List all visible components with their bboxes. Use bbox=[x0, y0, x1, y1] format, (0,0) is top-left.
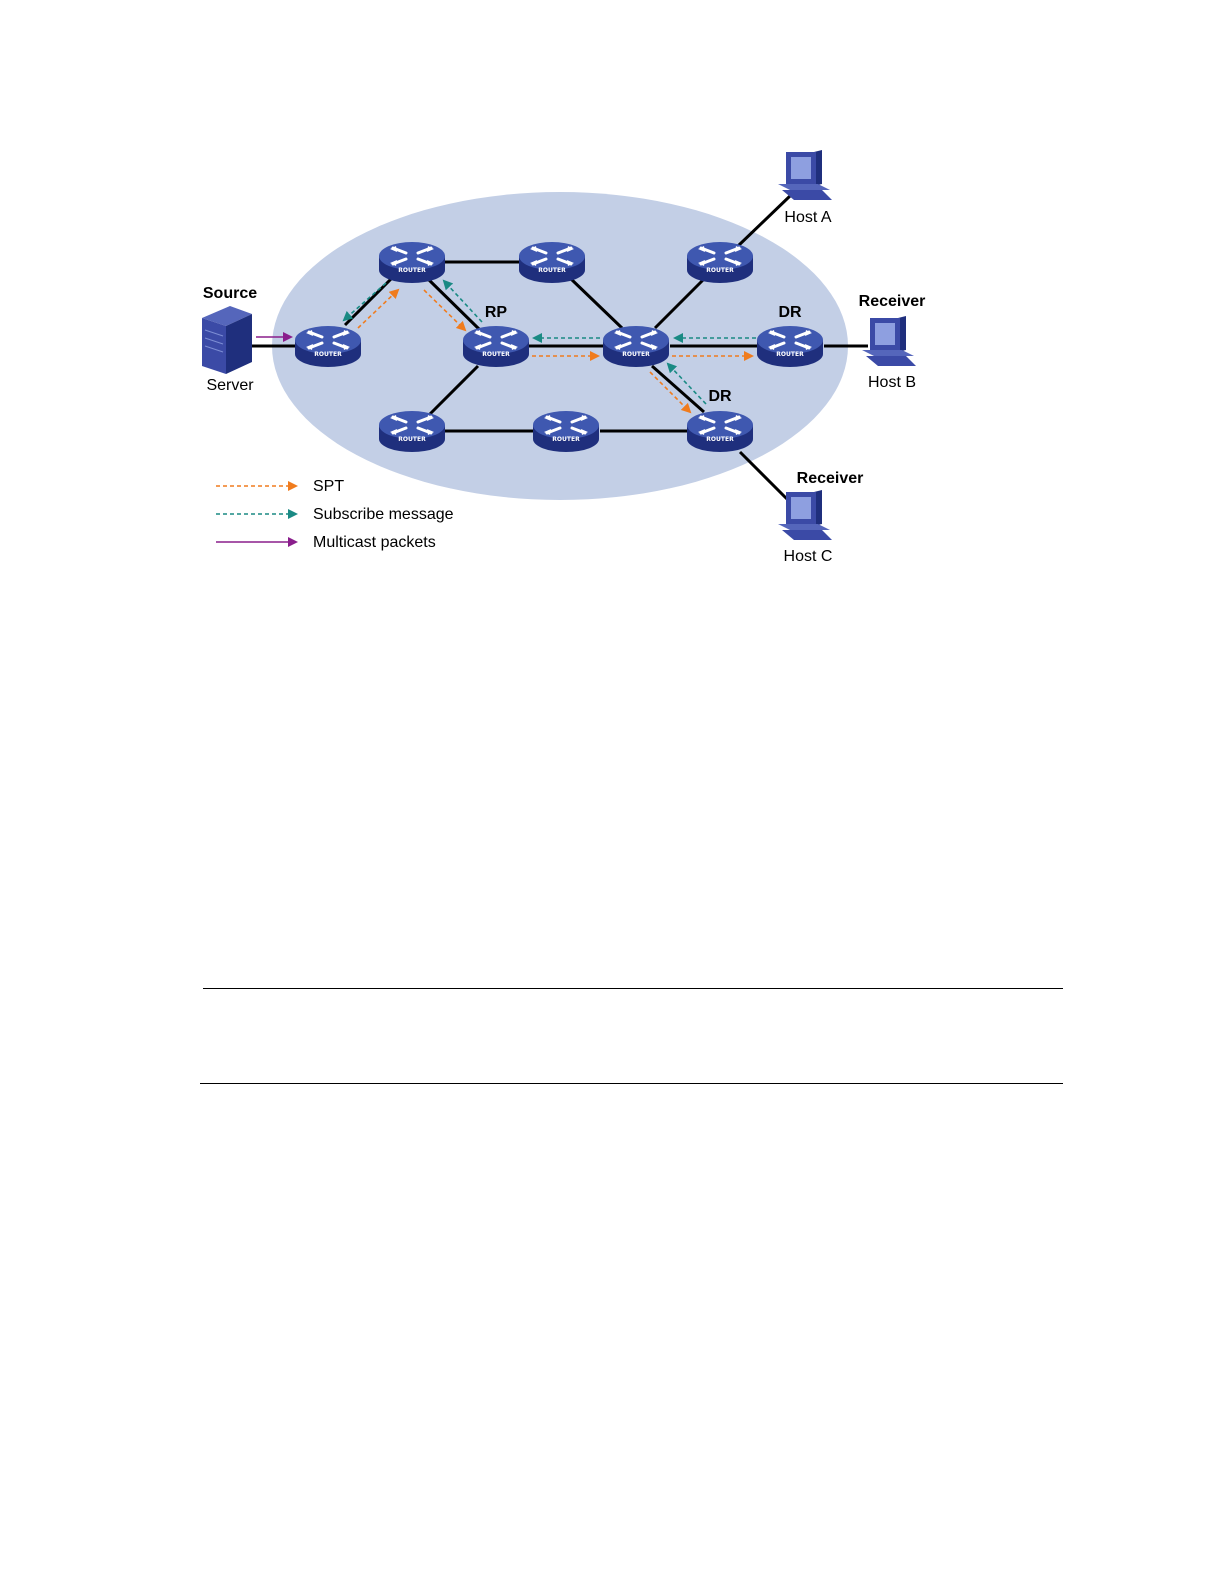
router-icon bbox=[533, 411, 599, 452]
router-icon bbox=[295, 326, 361, 367]
multicast-network-diagram: ROUTER bbox=[0, 0, 1224, 600]
host-c-computer-icon bbox=[778, 490, 832, 540]
legend-subscribe-label: Subscribe message bbox=[313, 506, 454, 523]
legend: SPT Subscribe message Multicast packets bbox=[216, 478, 454, 551]
host-a-computer-icon bbox=[778, 150, 832, 200]
receiver-label-host-b: Receiver bbox=[859, 293, 926, 310]
server-icon bbox=[202, 306, 252, 374]
rp-router-icon bbox=[463, 326, 529, 367]
dr-router-icon bbox=[687, 411, 753, 452]
host-b-label: Host B bbox=[868, 374, 916, 391]
router-icon bbox=[603, 326, 669, 367]
router-icon bbox=[519, 242, 585, 283]
source-label: Source bbox=[203, 285, 257, 302]
dr-label-host-b: DR bbox=[778, 304, 802, 321]
host-b-computer-icon bbox=[862, 316, 916, 366]
router-icon bbox=[687, 242, 753, 283]
horizontal-rule bbox=[200, 1083, 1063, 1084]
legend-multicast-label: Multicast packets bbox=[313, 534, 436, 551]
horizontal-rule bbox=[203, 988, 1063, 989]
link-dr-c-hostc bbox=[740, 452, 792, 504]
dr-label-host-c: DR bbox=[708, 388, 732, 405]
host-c-label: Host C bbox=[784, 548, 833, 565]
dr-router-icon bbox=[757, 326, 823, 367]
receiver-label-host-c: Receiver bbox=[797, 470, 864, 487]
router-icon bbox=[379, 411, 445, 452]
legend-spt-label: SPT bbox=[313, 478, 344, 495]
host-a-label: Host A bbox=[784, 209, 831, 226]
server-label: Server bbox=[206, 377, 254, 394]
rp-label: RP bbox=[485, 304, 508, 321]
router-icon bbox=[379, 242, 445, 283]
